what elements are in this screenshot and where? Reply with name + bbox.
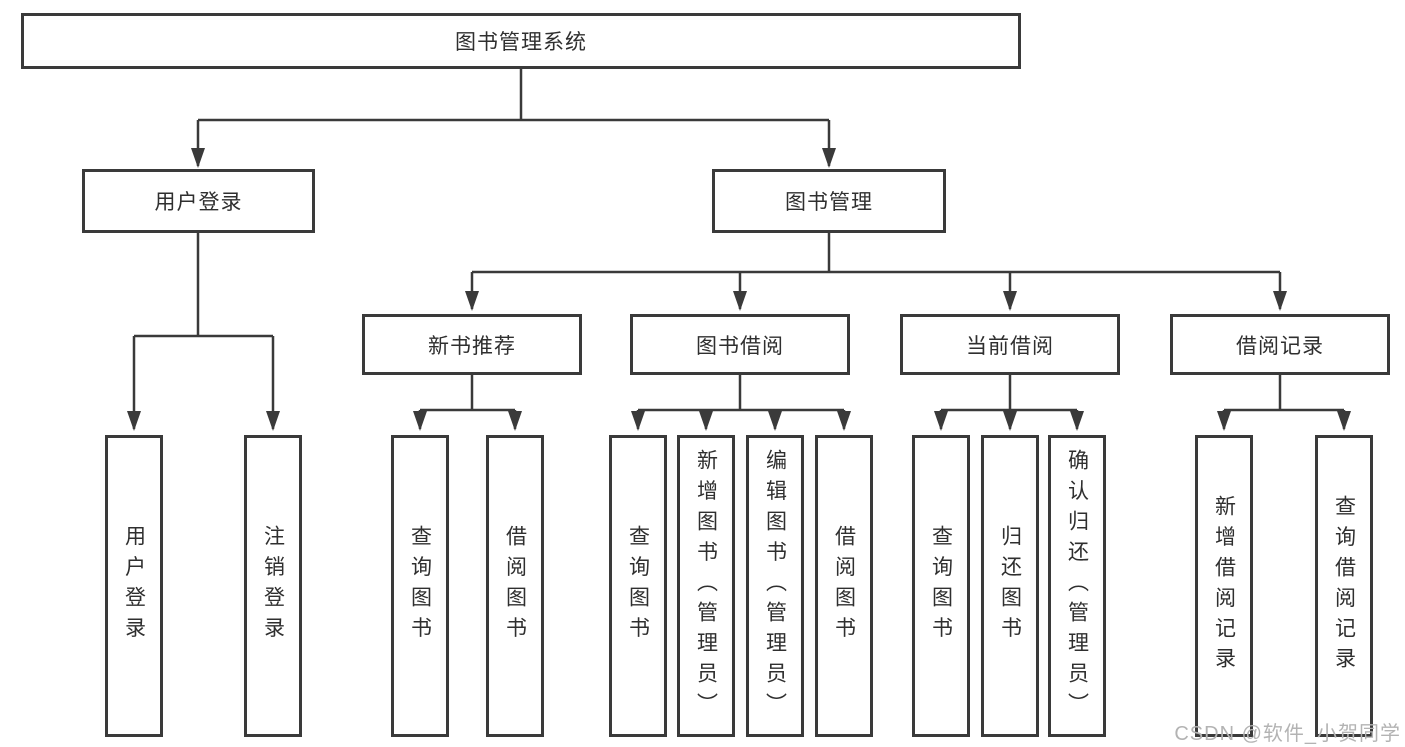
leaf-label: 确认归还（管理员） [1065, 448, 1089, 724]
leaf-label: 新增借阅记录 [1212, 494, 1236, 678]
node-new-book-recommend: 新书推荐 [362, 314, 582, 375]
leaf-return-books: 归还图书 [981, 435, 1039, 737]
leaf-borrow-books: 借阅图书 [815, 435, 873, 737]
leaf-logout: 注销登录 [244, 435, 302, 737]
leaf-query-books-recommend: 查询图书 [391, 435, 449, 737]
leaf-confirm-return-admin: 确认归还（管理员） [1048, 435, 1106, 737]
leaf-query-books-borrow: 查询图书 [609, 435, 667, 737]
leaf-borrow-books-recommend: 借阅图书 [486, 435, 544, 737]
leaf-query-borrow-record: 查询借阅记录 [1315, 435, 1373, 737]
node-current-borrow: 当前借阅 [900, 314, 1120, 375]
leaf-label: 用户登录 [122, 525, 146, 647]
leaf-add-books-admin: 新增图书（管理员） [677, 435, 735, 737]
leaf-label: 归还图书 [998, 525, 1022, 647]
leaf-edit-books-admin: 编辑图书（管理员） [746, 435, 804, 737]
leaf-label: 查询借阅记录 [1332, 494, 1356, 678]
leaf-user-login: 用户登录 [105, 435, 163, 737]
leaf-label: 查询图书 [626, 525, 650, 647]
leaf-label: 查询图书 [929, 525, 953, 647]
leaf-add-borrow-record: 新增借阅记录 [1195, 435, 1253, 737]
csdn-watermark: CSDN @软件_小贺同学 [1174, 723, 1401, 745]
leaf-label: 借阅图书 [832, 525, 856, 647]
leaf-label: 注销登录 [261, 525, 285, 647]
node-book-management-branch: 图书管理 [712, 169, 946, 233]
node-borrow-records: 借阅记录 [1170, 314, 1390, 375]
leaf-label: 借阅图书 [503, 525, 527, 647]
leaf-label: 编辑图书（管理员） [763, 448, 787, 724]
node-user-login-branch: 用户登录 [82, 169, 315, 233]
leaf-label: 新增图书（管理员） [694, 448, 718, 724]
node-book-borrow: 图书借阅 [630, 314, 850, 375]
leaf-label: 查询图书 [408, 525, 432, 647]
node-root-system: 图书管理系统 [21, 13, 1021, 69]
leaf-query-books-current: 查询图书 [912, 435, 970, 737]
